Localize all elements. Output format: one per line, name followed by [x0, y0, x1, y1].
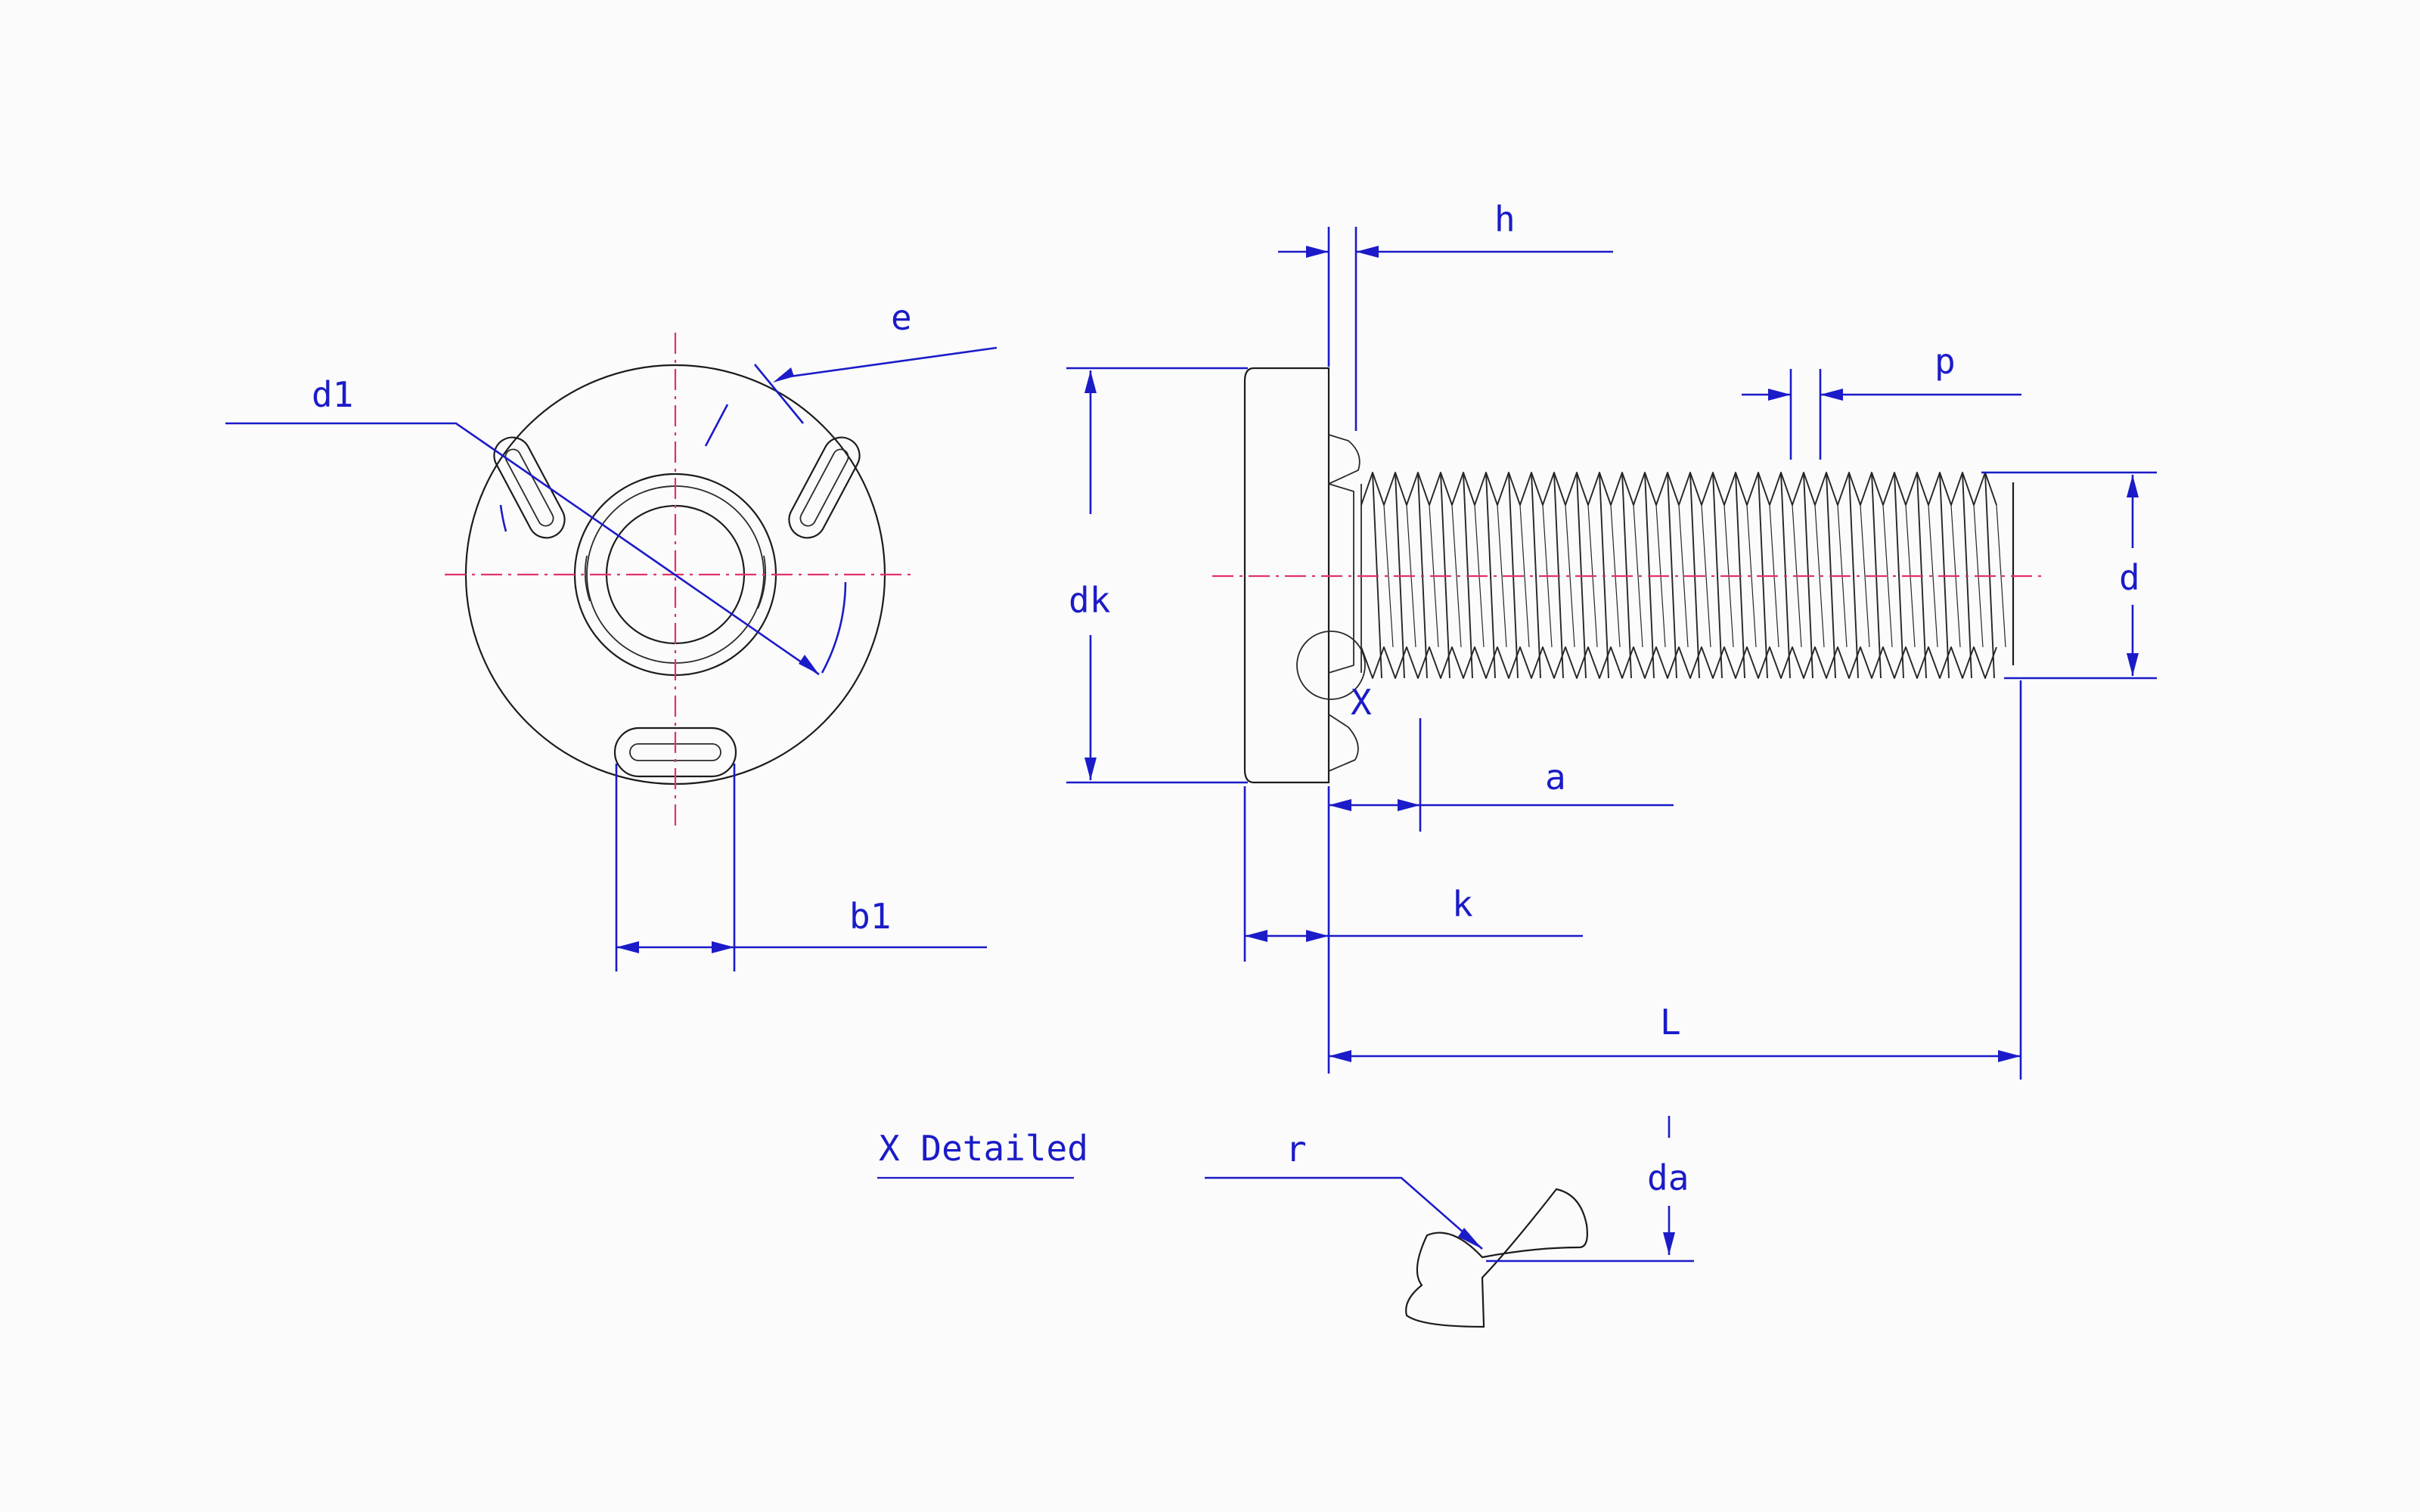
a-label: a — [1545, 757, 1566, 798]
h-arrow-left — [1306, 246, 1329, 258]
L-arrow-left — [1329, 1050, 1351, 1062]
thread-root-line — [1814, 504, 1825, 648]
e-ext-lower — [704, 404, 729, 447]
thread-root-line — [1928, 504, 1938, 648]
thread-root-line — [1678, 504, 1689, 648]
detail-profile — [1405, 1188, 1588, 1328]
thread-root-line — [1882, 504, 1893, 648]
projection-lower — [1328, 714, 1359, 772]
slot-left — [493, 436, 566, 539]
slot-right — [788, 436, 861, 539]
L-label: L — [1660, 1002, 1681, 1043]
thread-flank-line — [1712, 472, 1723, 679]
h-arrow-right — [1356, 246, 1379, 258]
da-label: da — [1647, 1157, 1689, 1198]
d1-arrow — [799, 655, 819, 674]
k-arrow-left — [1245, 930, 1267, 942]
detail-x-marker — [1296, 631, 1366, 700]
detail-title: X Detailed — [879, 1128, 1088, 1169]
p-arrow-left — [1768, 389, 1791, 401]
neck — [1328, 483, 1354, 674]
screw-head — [1243, 367, 1330, 784]
d-arrow-bottom — [2127, 653, 2139, 676]
a-arrow-right — [1398, 799, 1420, 811]
r-arrow — [1458, 1228, 1482, 1249]
thread-root-line — [1497, 504, 1507, 648]
b1-arrow-left — [616, 941, 639, 953]
thread-crest-bottom — [1360, 646, 1997, 679]
thread-root-line — [1746, 504, 1757, 648]
thread-root-line — [1860, 504, 1870, 648]
d1-label: d1 — [312, 374, 353, 415]
detail-x-label: X — [1351, 682, 1372, 723]
dk-label: dk — [1069, 580, 1110, 621]
e-arrow — [773, 367, 794, 383]
thread-flank-line — [1894, 472, 1904, 679]
thread-root-line — [1996, 504, 2006, 648]
dk-arrow-bottom — [1084, 758, 1097, 780]
d-label: d — [2119, 557, 2140, 598]
thread-root-line — [1451, 504, 1462, 648]
side-view: X h p dk — [1066, 199, 2157, 1080]
r-label: r — [1286, 1129, 1307, 1170]
da-arrow — [1663, 1232, 1675, 1255]
b1-arrow-right — [712, 941, 734, 953]
e-leader — [778, 346, 997, 380]
b1-label: b1 — [849, 896, 891, 937]
thread-root-line — [1633, 504, 1643, 648]
p-label: p — [1934, 341, 1956, 382]
thread-crest-top — [1360, 472, 1997, 506]
k-arrow-right — [1306, 930, 1329, 942]
h-label: h — [1494, 199, 1516, 240]
a-arrow-left — [1329, 799, 1351, 811]
e-label: e — [891, 297, 912, 338]
thread-root-line — [1383, 504, 1394, 648]
thread-root-line — [1701, 504, 1711, 648]
thread-flank-line — [1848, 472, 1859, 679]
d1-arc — [821, 581, 847, 674]
d1-leader — [225, 422, 820, 676]
thread-flank-line — [1485, 472, 1496, 679]
front-view: d1 e b1 — [225, 297, 997, 971]
projection-upper — [1328, 434, 1360, 485]
dk-arrow-top — [1084, 370, 1097, 393]
detail-x-view: X Detailed r da — [877, 1116, 1694, 1328]
thread-root-line — [1519, 504, 1530, 648]
r-leader — [1205, 1176, 1483, 1250]
k-label: k — [1452, 884, 1473, 925]
e-ext-upper — [753, 364, 805, 424]
p-arrow-right — [1820, 389, 1843, 401]
L-arrow-right — [1998, 1050, 2021, 1062]
d-arrow-top — [2127, 475, 2139, 497]
thread-flank-line — [1531, 472, 1541, 679]
thread-arc-right — [757, 555, 766, 609]
thread-root-line — [1565, 504, 1575, 648]
thread-flank-line — [1667, 472, 1677, 679]
d1-arc-left — [499, 504, 507, 532]
thread-arc-left — [585, 555, 591, 602]
